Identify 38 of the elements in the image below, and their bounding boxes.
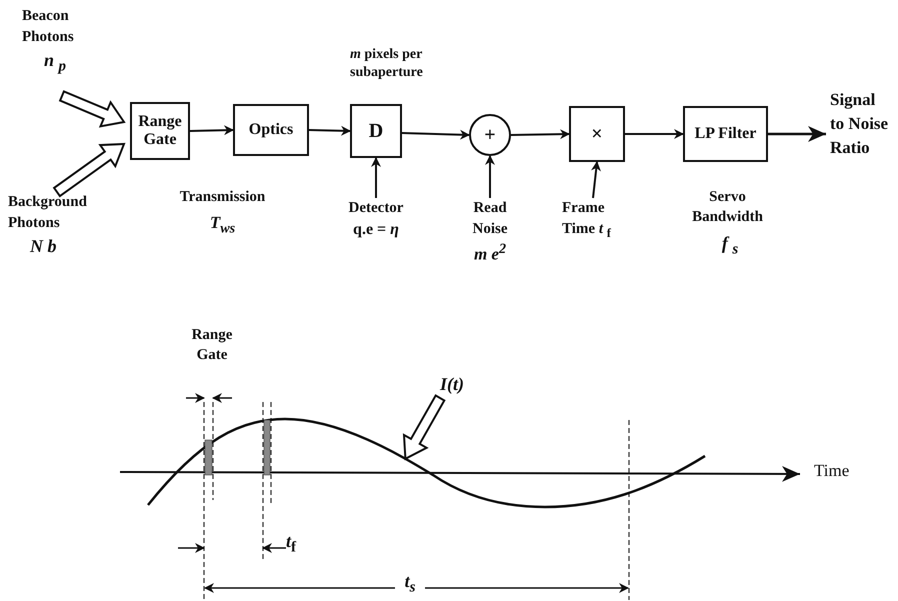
annotation-symbol: f $_{s}$ bbox=[720, 232, 740, 260]
parameter-label: Read Noise bbox=[472, 199, 508, 239]
input-symbol: N b bbox=[28, 235, 58, 258]
dimension-label: t$_{f}$ bbox=[286, 530, 298, 558]
arrow bbox=[402, 130, 470, 140]
arrow bbox=[768, 126, 826, 142]
parameter-formula: m e$^{2}$ bbox=[472, 240, 508, 266]
multiplier-box: × bbox=[569, 106, 625, 162]
hollow-arrow bbox=[58, 90, 126, 128]
input-label: Beacon Photons bbox=[22, 7, 75, 47]
annotation-text: Transmission bbox=[178, 188, 266, 207]
waveform-curve bbox=[147, 418, 706, 508]
arrow bbox=[371, 157, 381, 198]
parameter-label: Detector bbox=[348, 199, 404, 218]
input-symbol: n $_{p}$ bbox=[43, 49, 68, 77]
annotation-text: m pixels per subaperture bbox=[350, 46, 424, 82]
parameter-formula: q.e = η bbox=[352, 220, 400, 240]
hollow-arrow bbox=[402, 394, 446, 460]
arrow bbox=[510, 129, 570, 140]
process-box: Optics bbox=[233, 104, 309, 156]
annotation-symbol: T$_{ws}$ bbox=[208, 212, 236, 238]
arrow bbox=[485, 155, 495, 198]
hollow-arrow bbox=[52, 142, 126, 198]
input-label: Background Photons bbox=[8, 193, 88, 233]
arrow bbox=[591, 161, 601, 198]
summing-junction: + bbox=[469, 114, 511, 156]
parameter-label: Frame Time t $_{f}$ bbox=[562, 199, 612, 242]
range-gate-label: Range Gate bbox=[190, 326, 234, 364]
filter-box: LP Filter bbox=[683, 106, 768, 162]
process-box: Range Gate bbox=[130, 102, 190, 160]
arrow bbox=[308, 126, 351, 136]
detector-box: D bbox=[350, 104, 402, 158]
output-label: Signal to Noise Ratio bbox=[830, 89, 890, 159]
annotation-text: Servo Bandwidth bbox=[691, 188, 764, 226]
arrow bbox=[625, 129, 684, 139]
arrow bbox=[190, 125, 234, 136]
axis-label: Time bbox=[814, 460, 850, 482]
curve-label: I(t) bbox=[440, 373, 465, 396]
